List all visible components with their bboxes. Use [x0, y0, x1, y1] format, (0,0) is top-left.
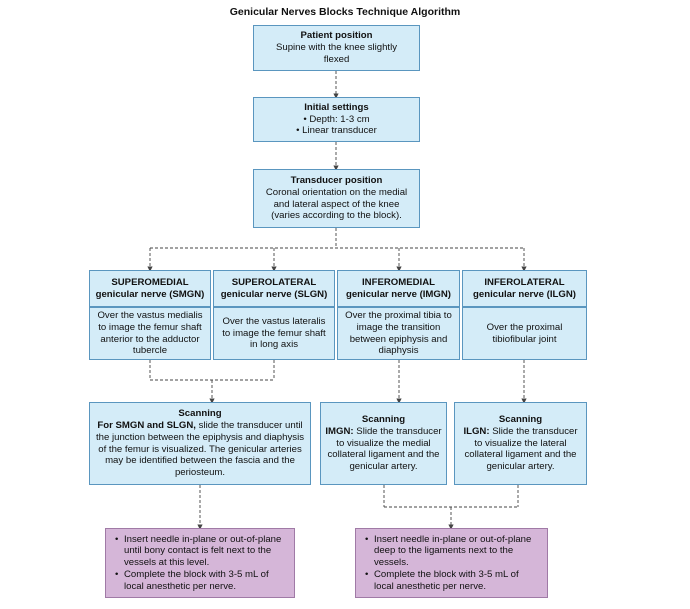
- nerve-header-ilgn: INFEROLATERAL genicular nerve (ILGN): [462, 270, 587, 307]
- scanning-body: Slide the transducer to visualize the me…: [327, 425, 442, 473]
- scanning-text: IMGN: Slide the transducer to visualize …: [325, 426, 442, 473]
- nerve-name: INFEROLATERAL: [484, 276, 565, 288]
- nerve-description-text: Over the proximal tibiofibular joint: [486, 321, 563, 345]
- injection-box-superior: Insert needle in-plane or out-of-plane u…: [105, 528, 295, 598]
- nerve-description-text: Over the proximal tibia to image the tra…: [345, 309, 452, 357]
- nerve-name: SUPEROLATERAL: [231, 276, 317, 288]
- nerve-name: INFEROMEDIAL: [361, 276, 436, 288]
- scanning-heading: Scanning: [498, 414, 543, 425]
- scanning-box-imgn: Scanning IMGN: Slide the transducer to v…: [320, 402, 447, 485]
- injection-box-inferior: Insert needle in-plane or out-of-plane d…: [355, 528, 548, 598]
- injection-step: Complete the block with 3-5 mL of local …: [115, 569, 288, 593]
- scanning-body: slide the transducer until the junction …: [96, 419, 305, 479]
- injection-list: Insert needle in-plane or out-of-plane d…: [360, 534, 541, 593]
- injection-step: Insert needle in-plane or out-of-plane d…: [365, 534, 541, 569]
- nerve-name: SUPEROMEDIAL: [111, 276, 189, 288]
- nerve-description-text: Over the vastus medialis to image the fe…: [97, 309, 203, 357]
- scanning-box-smgn-slgn: Scanning For SMGN and SLGN, slide the tr…: [89, 402, 311, 485]
- patient-position-box: Patient position Supine with the knee sl…: [253, 25, 420, 71]
- nerve-description-slgn: Over the vastus lateralis to image the f…: [213, 307, 335, 360]
- transducer-position-text: Coronal orientation on the medial and la…: [265, 186, 408, 222]
- scanning-label: ILGN:: [463, 425, 490, 437]
- initial-settings-heading: Initial settings: [304, 101, 369, 113]
- initial-settings-box: Initial settings • Depth: 1-3 cm • Linea…: [253, 97, 420, 142]
- nerve-description-smgn: Over the vastus medialis to image the fe…: [89, 307, 211, 360]
- scanning-text: For SMGN and SLGN, slide the transducer …: [96, 420, 304, 479]
- patient-position-text: Supine with the knee slightly flexed: [275, 42, 398, 65]
- initial-settings-item: • Linear transducer: [296, 125, 377, 137]
- injection-list: Insert needle in-plane or out-of-plane u…: [110, 534, 288, 593]
- nerve-abbrev: genicular nerve (SMGN): [95, 288, 205, 300]
- initial-settings-item: • Depth: 1-3 cm: [303, 113, 370, 125]
- nerve-description-imgn: Over the proximal tibia to image the tra…: [337, 307, 460, 360]
- diagram-title: Genicular Nerves Blocks Technique Algori…: [229, 6, 461, 18]
- nerve-header-smgn: SUPEROMEDIAL genicular nerve (SMGN): [89, 270, 211, 307]
- nerve-abbrev: genicular nerve (IMGN): [345, 288, 452, 300]
- scanning-heading: Scanning: [361, 414, 406, 425]
- scanning-body: Slide the transducer to visualize the la…: [464, 425, 578, 473]
- scanning-label: For SMGN and SLGN,: [97, 419, 196, 431]
- nerve-abbrev: genicular nerve (ILGN): [473, 288, 576, 300]
- initial-settings-depth: Depth: 1-3 cm: [309, 113, 370, 125]
- scanning-box-ilgn: Scanning ILGN: Slide the transducer to v…: [454, 402, 587, 485]
- scanning-heading: Scanning: [178, 408, 222, 420]
- patient-position-heading: Patient position: [300, 30, 373, 42]
- nerve-header-imgn: INFEROMEDIAL genicular nerve (IMGN): [337, 270, 460, 307]
- nerve-description-text: Over the vastus lateralis to image the f…: [222, 315, 326, 351]
- scanning-text: ILGN: Slide the transducer to visualize …: [459, 426, 582, 473]
- injection-step: Insert needle in-plane or out-of-plane u…: [115, 534, 288, 569]
- nerve-header-slgn: SUPEROLATERAL genicular nerve (SLGN): [213, 270, 335, 307]
- injection-step: Complete the block with 3-5 mL of local …: [365, 569, 541, 593]
- scanning-label: IMGN:: [325, 425, 354, 437]
- nerve-abbrev: genicular nerve (SLGN): [220, 288, 328, 300]
- transducer-position-box: Transducer position Coronal orientation …: [253, 169, 420, 228]
- transducer-position-heading: Transducer position: [290, 174, 383, 186]
- nerve-description-ilgn: Over the proximal tibiofibular joint: [462, 307, 587, 360]
- initial-settings-transducer: Linear transducer: [302, 125, 377, 137]
